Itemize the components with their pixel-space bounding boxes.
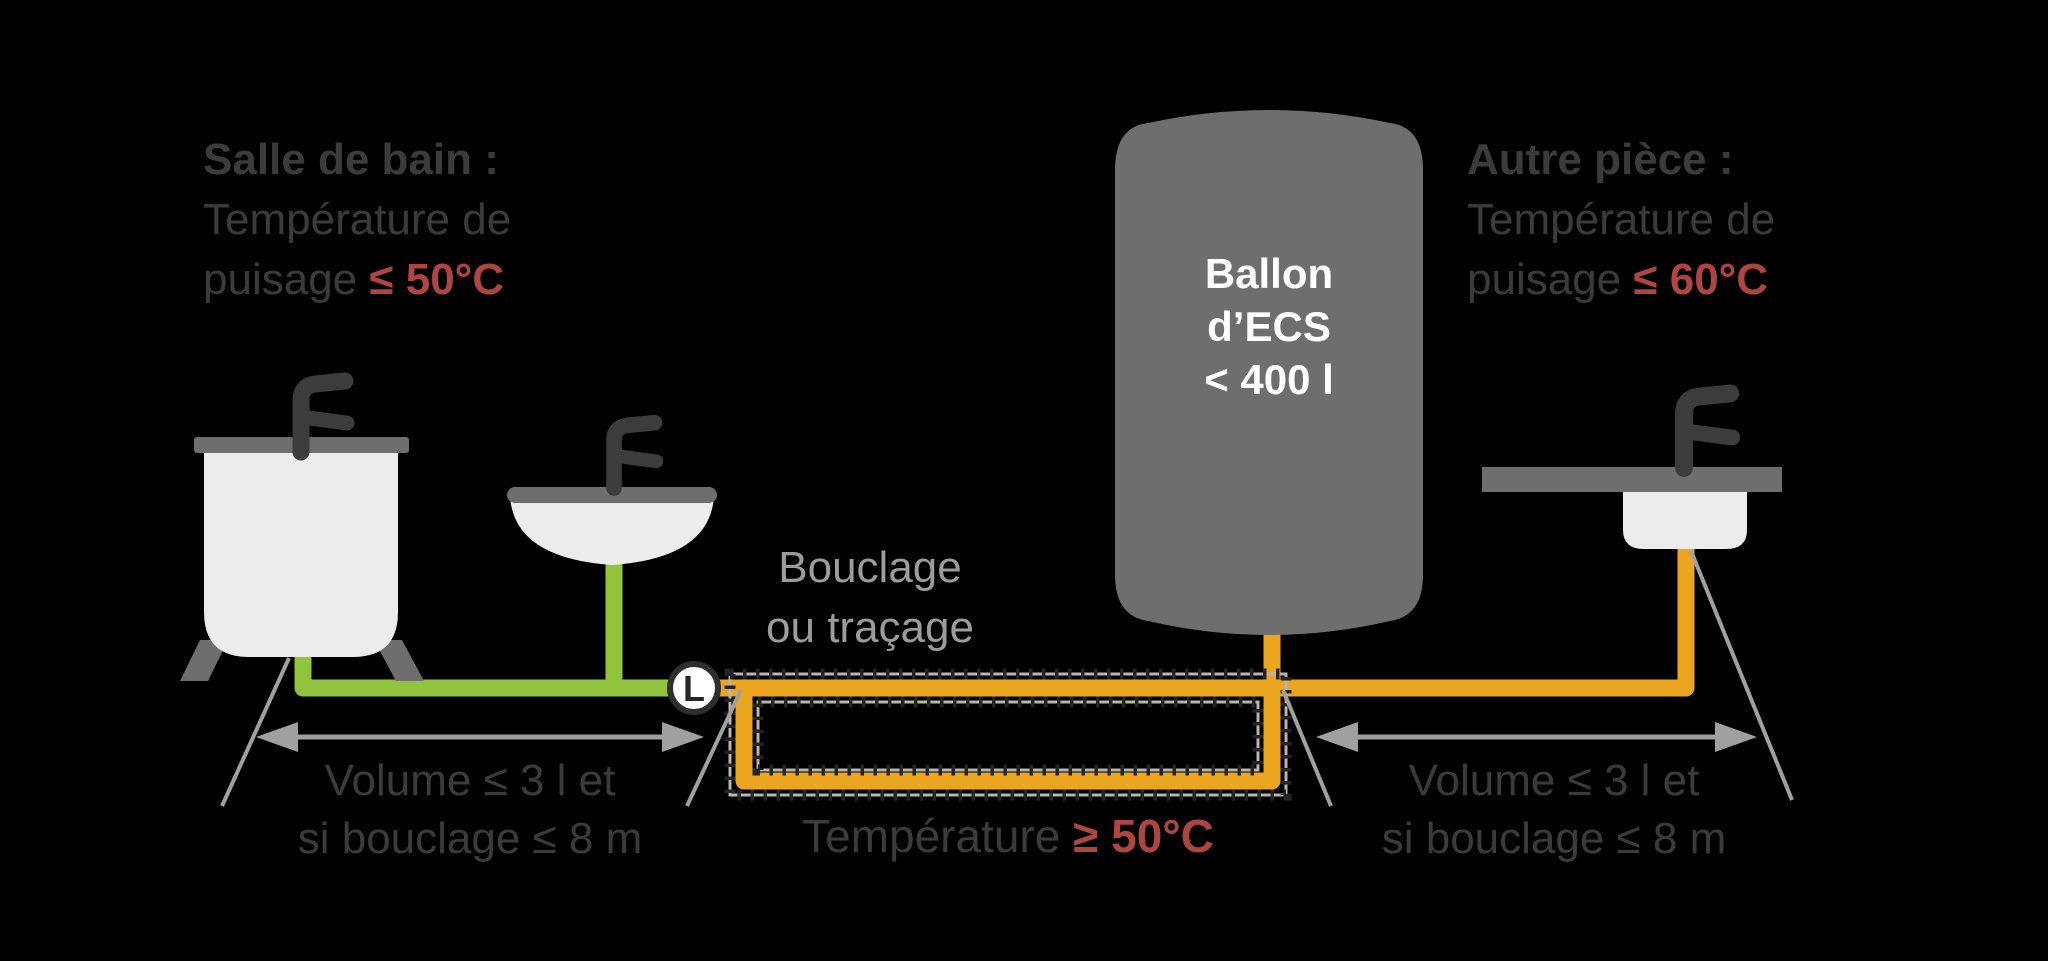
loop-temperature-prefix: Température: [802, 810, 1074, 862]
washbasin-bowl: [510, 494, 714, 565]
right-dimension-line1: Volume ≤ 3 l et: [1408, 756, 1700, 805]
loop-inner-insulation-hatch: [752, 696, 1264, 776]
loop-temperature-value: ≥ 50°C: [1073, 810, 1214, 862]
kitchen-sink-icon: [1482, 393, 1782, 549]
bathtub-left-foot: [180, 640, 228, 681]
bathroom-annotation: Salle de bain : Température de puisage ≤…: [203, 130, 511, 310]
right-dim-leader-b: [1689, 550, 1794, 801]
hot-water-tank: [1115, 110, 1423, 635]
bathroom-annotation-line2: Température de: [203, 195, 512, 244]
other-room-temp-limit: ≤ 60°C: [1633, 255, 1769, 304]
sensor-circle: [667, 661, 721, 715]
bathtub-right-foot: [374, 640, 424, 681]
other-room-annotation: Autre pièce : Température de puisage ≤ 6…: [1467, 130, 1775, 310]
left-dimension-label: Volume ≤ 3 l et si bouclage ≤ 8 m: [212, 752, 728, 868]
left-dimension-arrow: [256, 722, 704, 752]
cold-water-pipe: [294, 645, 676, 697]
counter-top: [1482, 467, 1782, 492]
loop-label: Bouclage ou traçage: [700, 538, 1040, 658]
right-dimension-line2: si bouclage ≤ 8 m: [1381, 814, 1727, 863]
tank-label: Ballon d’ECS < 400 l: [1119, 247, 1419, 406]
loop-inner-outline: [756, 700, 1260, 772]
left-dimension-line1: Volume ≤ 3 l et: [324, 756, 616, 805]
other-room-annotation-title: Autre pièce :: [1467, 135, 1734, 184]
bathtub-body: [204, 452, 398, 657]
loop-temperature-label: Température ≥ 50°C: [708, 806, 1308, 866]
right-dim-leader-a: [1281, 689, 1333, 807]
right-dimension-arrow: [1316, 722, 1757, 752]
other-room-annotation-line3: puisage ≤ 60°C: [1467, 250, 1775, 310]
temperature-sensor-icon: L: [667, 661, 721, 715]
bathroom-annotation-title: Salle de bain :: [203, 135, 499, 184]
left-dim-leader-b: [685, 689, 743, 807]
washbasin-icon: [507, 423, 717, 565]
loop-label-line2: ou traçage: [766, 603, 974, 652]
bathtub-icon: [180, 381, 424, 681]
sensor-letter: L: [683, 668, 705, 709]
bathroom-temp-limit: ≤ 50°C: [369, 255, 505, 304]
loop-label-line1: Bouclage: [778, 543, 962, 592]
other-room-annotation-prefix: puisage: [1467, 255, 1634, 304]
sink-basin: [1623, 490, 1747, 549]
tank-label-line2: d’ECS: [1207, 303, 1331, 350]
bathroom-annotation-line3: puisage ≤ 50°C: [203, 250, 511, 310]
tank-label-line1: Ballon: [1204, 250, 1334, 297]
left-dim-leader-a: [220, 657, 291, 807]
sink-faucet-icon: [1684, 393, 1732, 468]
left-dimension-line2: si bouclage ≤ 8 m: [297, 814, 643, 863]
washbasin-faucet-icon: [614, 423, 656, 488]
loop-outer-outline: [728, 672, 1288, 797]
tank-label-line3: < 400 l: [1204, 356, 1334, 403]
other-room-annotation-line2: Température de: [1467, 195, 1776, 244]
bathroom-annotation-prefix: puisage: [203, 255, 370, 304]
loop-pipe: [735, 679, 1281, 790]
right-dimension-label: Volume ≤ 3 l et si bouclage ≤ 8 m: [1296, 752, 1812, 868]
